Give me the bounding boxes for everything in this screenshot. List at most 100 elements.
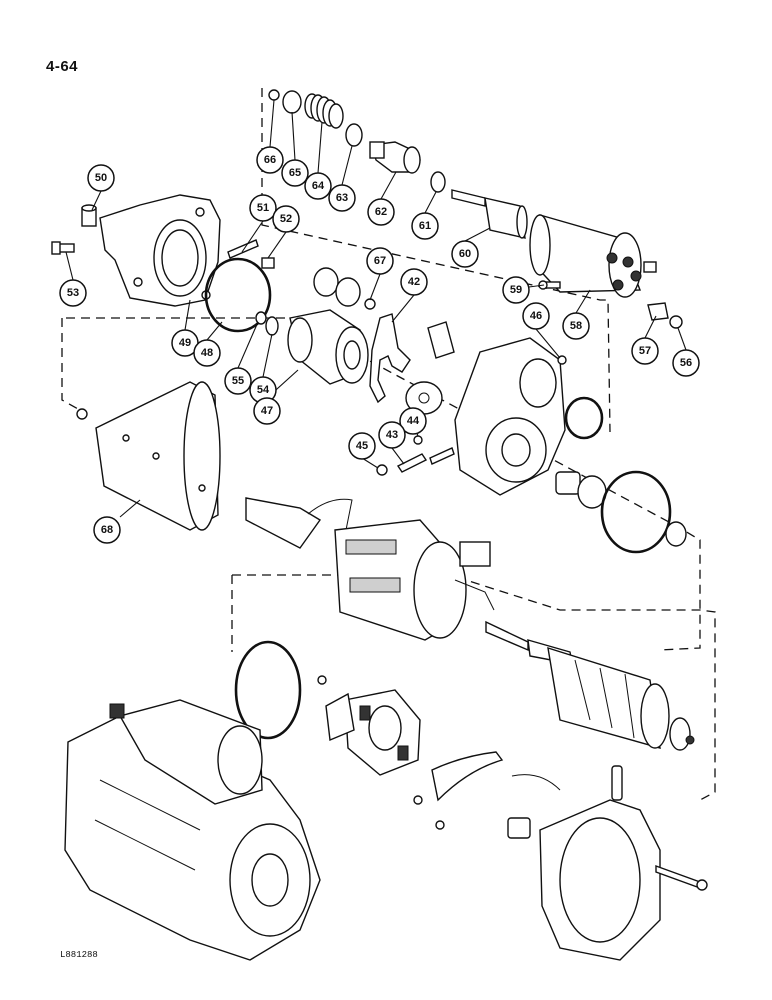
callout-44-label: 44 [407,415,420,427]
o-ring-48 [204,257,272,333]
washer-55 [255,311,267,325]
brush-clip [325,692,355,742]
callout-64: 64 [304,172,332,200]
spring-64 [304,93,344,129]
pin-spring [427,321,455,359]
callout-57: 57 [631,337,659,365]
drive-assembly-47 [287,309,369,385]
callout-42-label: 42 [408,276,420,288]
callout-53-label: 53 [67,287,79,299]
callout-68-label: 68 [101,524,113,536]
figure-code: L881288 [60,950,98,960]
callout-52: 52 [272,205,300,233]
commutator-end-shield [511,774,561,791]
callout-60-label: 60 [459,248,471,260]
screw-frame [76,408,88,420]
callout-62: 62 [367,198,395,226]
insulator-strip [431,751,504,802]
nut-56 [669,315,683,329]
callout-48: 48 [193,339,221,367]
callout-52-label: 52 [280,213,292,225]
bushing-end [507,817,531,839]
bushing-right [555,471,581,495]
group-outline-drive-housing [61,317,701,651]
page-number: 4-64 [46,58,79,75]
callout-53: 53 [59,279,87,307]
lever-housing [454,337,566,496]
commutator-end-housing [539,799,661,961]
seal-ring-b [335,277,361,307]
assembled-starter [64,699,321,961]
screw-brush [317,675,327,685]
callout-54-label: 54 [257,384,270,396]
callout-46-label: 46 [530,310,542,322]
callout-45-label: 45 [356,440,368,452]
bracket-plate [245,497,322,549]
o-ring-brush [234,640,302,740]
field-coil-assembly [334,519,495,641]
bushing-50 [81,204,97,227]
callout-62-label: 62 [375,206,387,218]
callout-50-label: 50 [95,172,107,184]
washer-63 [345,123,363,147]
screw-53 [51,241,75,255]
callout-43: 43 [378,421,406,449]
retainer-65 [282,90,302,114]
callout-51: 51 [249,194,277,222]
callout-59-label: 59 [510,284,522,296]
bolt-center [429,447,455,465]
nut-67 [364,298,376,310]
callout-56-label: 56 [680,357,692,369]
callout-49: 49 [171,329,199,357]
callout-46: 46 [522,302,550,330]
callout-56: 56 [672,349,700,377]
callout-68: 68 [93,516,121,544]
callout-59: 59 [502,276,530,304]
callout-63: 63 [328,184,356,212]
o-ring-large-right [600,470,672,554]
plunger-shaft-60 [451,189,528,239]
armature [485,620,695,751]
terminal-57 [647,302,669,321]
fiber-insulator [307,498,353,531]
seal-ring-a [313,267,339,297]
brush-holder-plate [344,689,421,776]
washer-large-hole [418,392,430,404]
callout-44: 44 [399,407,427,435]
screw-end [413,795,423,805]
callout-63-label: 63 [336,192,348,204]
plug-end [435,820,445,830]
dowel-pin [611,765,623,801]
callout-55: 55 [224,367,252,395]
ring-44 [413,435,423,445]
callout-57-label: 57 [639,345,651,357]
callout-58: 58 [562,312,590,340]
callout-45: 45 [348,432,376,460]
callout-48-label: 48 [201,347,213,359]
callout-42: 42 [400,268,428,296]
callout-47: 47 [253,397,281,425]
callout-65-label: 65 [289,167,301,179]
drive-end-housing-49 [99,194,221,307]
callout-64-label: 64 [312,180,325,192]
through-bolt [655,865,708,891]
washer-right [665,521,687,547]
pin-51 [227,239,259,259]
callout-60: 60 [451,240,479,268]
pin-43 [396,453,428,473]
callout-51-label: 51 [257,202,269,214]
callout-67-label: 67 [374,255,386,267]
solenoid-58 [529,214,657,298]
group-outline-solenoid [261,88,611,433]
leader-lines [65,99,687,518]
callout-58-label: 58 [570,320,582,332]
callout-54: 54 [249,376,277,404]
callout-55-label: 55 [232,375,244,387]
callout-49-label: 49 [179,337,191,349]
washer-61 [430,171,446,193]
nut-66 [268,89,280,101]
shift-lever-42 [369,313,411,404]
field-frame-68 [95,381,221,531]
